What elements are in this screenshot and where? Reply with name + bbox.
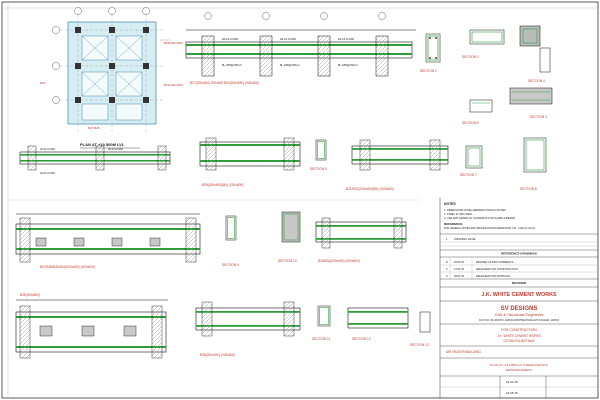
svg-text:8L-2#8@150c/c: 8L-2#8@150c/c	[280, 63, 300, 67]
rev-row-3-id: A	[446, 274, 448, 278]
reference-line: FOR GENERAL NOTES AND SPECIFICATIONS REF…	[444, 227, 536, 230]
notes-heading: NOTES	[444, 202, 456, 206]
section-5-label: SECTION 5	[462, 121, 479, 125]
project-building: AIR HEATER BUILDING	[446, 350, 481, 354]
section-6-label: SECTION 6	[310, 167, 327, 171]
beam-label-c: B31/B32(200x450)(B4) (200x600)	[346, 187, 394, 191]
reference-heading: REFERENCE	[444, 222, 463, 226]
rev-row-2-desc: RELEASED FOR CONSTRUCTION	[476, 267, 518, 271]
section-2-label: SECTION 2	[462, 55, 479, 59]
rev-row-3-date: 28.04.15	[454, 274, 465, 278]
section-7-label: SECTION 7	[460, 173, 477, 177]
beam-label-d: B27/B28/B30/B32(200x450) (200x600)	[40, 265, 95, 269]
note-line-3: 3. USE M25 GRADE OF CONCRETE FOR SLABS &…	[444, 216, 515, 220]
designer-block: SV DESIGNS Civil & Structural Engineers …	[479, 306, 559, 322]
reference-drawings-heading: REFERENCE DRAWINGS	[501, 252, 537, 256]
designer-subtitle: Civil & Structural Engineers	[495, 312, 544, 317]
designer-name: SV DESIGNS	[501, 306, 538, 312]
beam-elevation-1: 2#-16 A=900 2#-16 A=900 2#-16 A=900 8L-2#8…	[185, 12, 416, 85]
notes-block: NOTES 1. DIMENSIONS IN MILLIMETERS UNLES…	[444, 202, 536, 230]
svg-text:B27 B28: B27 B28	[88, 126, 100, 130]
section-6-detail: SECTION 6	[310, 139, 327, 171]
sheet-date-2: 22.05.15	[506, 391, 518, 395]
svg-text:8L-2#8@150c/c: 8L-2#8@150c/c	[338, 63, 358, 67]
revision-table: R 26.06.15 REVISED AS PER COMMENTS 0 12.…	[440, 258, 598, 288]
svg-text:2#-16 A=900: 2#-16 A=900	[40, 171, 55, 175]
note-line-1: 1. DIMENSIONS IN MILLIMETERS UNLESS NOTE…	[444, 208, 506, 212]
rev-row-1-desc: REVISED AS PER COMMENTS	[476, 260, 514, 264]
sheet-date: 24.04.15	[506, 380, 518, 384]
reference-drawings-table: 1 FINISHING LEVEL REFERENCE DRAWINGS	[440, 233, 598, 258]
section-13-label: SECTION 13	[410, 343, 429, 347]
svg-text:2#-16 A=900: 2#-16 A=900	[338, 37, 354, 41]
svg-text:B29(200x450): B29(200x450)	[164, 41, 183, 45]
project-status: FOR CONSTRUCTION	[501, 328, 537, 332]
plan-title: PLAN AT +19.500M LVL	[80, 142, 125, 147]
section-11-label: SECTION 11	[312, 337, 331, 341]
svg-text:8L-2#8@150c/c: 8L-2#8@150c/c	[222, 63, 242, 67]
section-7-8-detail: SECTION 7 SECTION 8	[460, 137, 547, 191]
beam-label-g: B36(200x450) (200x600)	[200, 353, 235, 357]
client-name: J.K. WHITE CEMENT WORKS	[481, 292, 557, 298]
designer-address: FLAT NO. 301,RUSTIC JAIPUR APARTMENT,MAL…	[479, 319, 559, 322]
section-10-label: SECTION 10	[278, 259, 297, 263]
beam-elevation-6: B33/B34(200x450) (200x600)	[315, 217, 407, 263]
svg-text:B33: B33	[40, 81, 46, 85]
sheet-title: PLAN AT +19.500M LVL & BEAM DETAILS	[490, 363, 547, 367]
floor-plan: B29(200x450) B31(200x450) B33 B27 B28 PL…	[40, 7, 183, 149]
ref-row-num: 1	[446, 237, 448, 241]
section-11-13-detail: SECTION 11 SECTION 12 SECTION 13	[312, 305, 431, 347]
sheet-title-block: PLAN AT +19.500M LVL & BEAM DETAILS REIN…	[490, 363, 547, 372]
rev-row-2-id: 0	[446, 267, 448, 271]
beam-label-f: B35(200x600)	[20, 293, 40, 297]
beam-elevation-3: B29(200x450)(B4) (200x600)	[199, 137, 301, 187]
section-9-10-detail: SECTION 9 SECTION 10	[222, 211, 301, 267]
section-8-label: SECTION 8	[520, 187, 537, 191]
beam-elevation-5: B27/B28/B30/B32(200x450) (200x600)	[15, 213, 201, 269]
rev-row-1-id: R	[446, 260, 448, 264]
beam-label-a: B27(200x450) 200x600 B30(200x450) (200x6…	[190, 81, 259, 85]
beam-elevation-8: B36(200x450) (200x600)	[195, 301, 301, 357]
svg-text:2#-16 A=900: 2#-16 A=900	[280, 37, 296, 41]
rev-row-2-date: 12.05.15	[454, 267, 465, 271]
beam-label-b: B29(200x450)(B4) (200x600)	[202, 183, 243, 187]
beam-elevation-4: B31/B32(200x450)(B4) (200x600)	[346, 139, 449, 191]
beam-elevation-2: 2#-16 A=900 2#-16 A=900 2#-16 A=900	[19, 145, 171, 175]
rev-row-1-date: 26.06.15	[454, 260, 465, 264]
title-block: NOTES 1. DIMENSIONS IN MILLIMETERS UNLES…	[439, 198, 598, 398]
note-line-2: 2. STEEL Fe 500 USED	[444, 212, 472, 216]
svg-text:B31(200x450): B31(200x450)	[164, 83, 183, 87]
revision-heading: REVISION	[512, 281, 526, 285]
ref-row-title: FINISHING LEVEL	[454, 237, 476, 241]
svg-text:2#-16 A=900: 2#-16 A=900	[40, 147, 55, 151]
section-1-label: SECTION 1	[420, 69, 437, 73]
svg-text:2#-16 A=900: 2#-16 A=900	[108, 147, 123, 151]
sheet-subtitle: REINFORCEMENT	[506, 368, 532, 372]
project-block: FOR CONSTRUCTION J.K. WHITE CEMENT WORKS…	[440, 328, 598, 354]
section-4-label: SECTION 4	[528, 79, 545, 83]
rev-row-3-desc: RELEASED FOR APPROVAL	[476, 274, 511, 278]
beam-label-e: B33/B34(200x450) (200x600)	[318, 259, 360, 263]
section-1-detail: SECTION 1	[420, 33, 441, 73]
section-12-label: SECTION 12	[352, 337, 371, 341]
svg-text:2#-16 A=900: 2#-16 A=900	[222, 37, 238, 41]
beam-elevation-7: B35(200x600)	[15, 293, 168, 359]
section-3-label: SECTION 3	[530, 115, 547, 119]
project-name: J.K. WHITE CEMENT WORKS	[497, 334, 541, 338]
section-9-label: SECTION 9	[222, 263, 239, 267]
project-location: GOTAN RAJASTHAN	[504, 339, 536, 343]
section-cluster-top-right: SECTION 2 SECTION 3 SECTION 4 SECTION 5	[462, 25, 553, 125]
